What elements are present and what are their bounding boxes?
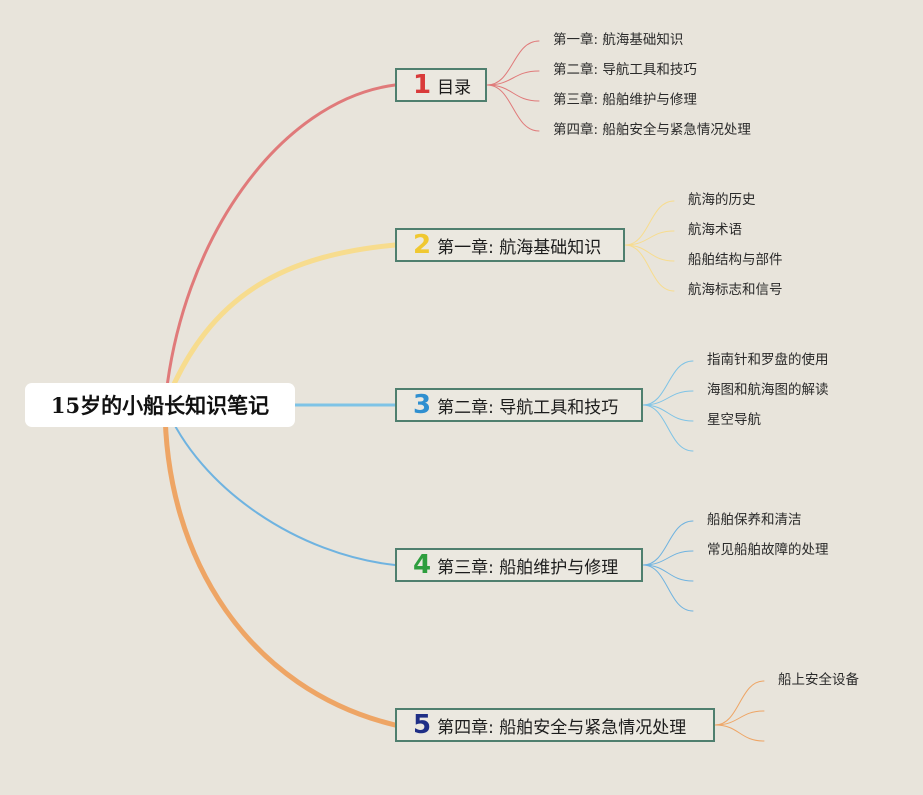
branch-number-icon: 5 xyxy=(413,710,432,740)
leaf-connector xyxy=(642,564,694,612)
leaf-connector xyxy=(642,564,694,582)
leaf-connector xyxy=(714,680,765,726)
leaf-topic[interactable]: 第四章: 船舶安全与紧急情况处理 xyxy=(553,122,751,138)
leaf-topic[interactable]: 航海术语 xyxy=(688,222,742,238)
leaf-connector xyxy=(486,84,540,132)
branch-number-icon: 1 xyxy=(413,70,432,100)
leaf-topic[interactable]: 航海的历史 xyxy=(688,192,756,208)
root-topic[interactable]: 15岁的小船长知识笔记 xyxy=(25,383,295,427)
leaf-connector xyxy=(642,360,694,406)
leaf-topic[interactable]: 第三章: 船舶维护与修理 xyxy=(553,92,697,108)
branch-label: 第二章: 导航工具和技巧 xyxy=(437,397,619,418)
branch-number-icon: 4 xyxy=(413,550,432,580)
leaf-connector xyxy=(642,390,694,406)
leaf-topic[interactable]: 第一章: 航海基础知识 xyxy=(553,32,684,48)
leaf-topic[interactable]: 船上安全设备 xyxy=(778,672,859,688)
leaf-topic[interactable]: 指南针和罗盘的使用 xyxy=(707,352,829,368)
leaf-connector xyxy=(486,40,540,86)
leaf-connector xyxy=(486,84,540,102)
leaf-connector xyxy=(624,230,675,246)
leaf-topic[interactable]: 航海标志和信号 xyxy=(688,282,783,298)
leaf-topic[interactable]: 第二章: 导航工具和技巧 xyxy=(553,62,697,78)
branch-label: 第一章: 航海基础知识 xyxy=(437,237,602,258)
leaf-connector xyxy=(714,724,765,742)
leaf-connector xyxy=(624,244,675,292)
branch-label: 第三章: 船舶维护与修理 xyxy=(437,557,619,578)
leaf-topic[interactable]: 常见船舶故障的处理 xyxy=(707,542,829,558)
leaf-connector xyxy=(642,550,694,566)
leaf-connector xyxy=(642,404,694,452)
main-connector xyxy=(162,402,398,728)
leaf-topic[interactable]: 星空导航 xyxy=(707,412,761,428)
main-connector xyxy=(162,242,398,408)
leaf-connector xyxy=(486,70,540,86)
leaf-connector xyxy=(642,520,694,566)
leaf-connector xyxy=(624,200,675,246)
leaf-topic[interactable]: 船舶结构与部件 xyxy=(688,252,783,268)
branch-number-icon: 3 xyxy=(413,390,432,420)
main-connector xyxy=(164,404,396,566)
branch-label: 第四章: 船舶安全与紧急情况处理 xyxy=(437,717,687,738)
leaf-topic[interactable]: 海图和航海图的解读 xyxy=(707,382,829,398)
leaf-connector xyxy=(642,404,694,422)
branch-number-icon: 2 xyxy=(413,230,432,260)
branch-label: 目录 xyxy=(437,77,472,98)
leaf-topic[interactable]: 船舶保养和清洁 xyxy=(707,512,802,528)
root-title: 15岁的小船长知识笔记 xyxy=(50,393,270,418)
leaf-connector xyxy=(624,244,675,262)
leaf-connector xyxy=(714,710,765,726)
main-connector xyxy=(163,83,397,407)
